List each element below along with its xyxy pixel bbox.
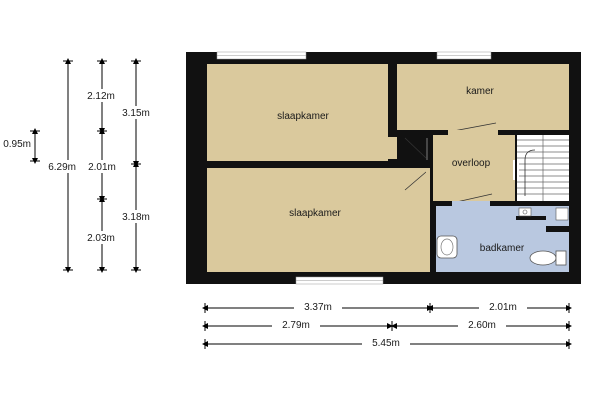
vertical-dimensions: 0.95m 6.29m 2.12m 2.01m 2.03m 3.15m 3.18…	[3, 58, 158, 273]
toilet-icon	[529, 250, 567, 266]
room-kamer	[397, 64, 569, 130]
room-slaapkamer-bottom	[207, 168, 430, 272]
dim-label-row1-left: 3.37m	[304, 302, 332, 313]
horizontal-dimensions: 3.37m 2.01m 2.79m 2.60m 5.45m	[202, 300, 572, 349]
room-label-badkamer: badkamer	[480, 243, 525, 254]
stair-icon	[517, 135, 569, 201]
dim-label-small: 0.95m	[3, 139, 31, 150]
dim-label-row2-right: 2.60m	[468, 320, 496, 331]
sink-icon	[518, 207, 569, 221]
dim-label-total-vertical: 6.29m	[48, 162, 76, 173]
room-label-slaapkamer-top: slaapkamer	[277, 111, 329, 122]
dim-label-upper-right: 3.15m	[122, 108, 150, 119]
floorplan: slaapkamer kamer overloop slaapkamer bad…	[186, 51, 581, 285]
room-label-overloop: overloop	[452, 158, 491, 169]
dim-label-total-horizontal: 5.45m	[372, 338, 400, 349]
dim-label-row2-left: 2.79m	[282, 320, 310, 331]
dim-label-upper-left: 2.12m	[87, 91, 115, 102]
dim-label-row1-right: 2.01m	[489, 302, 517, 313]
room-label-kamer: kamer	[466, 86, 494, 97]
room-slaapkamer-top	[207, 64, 388, 161]
room-label-slaapkamer-bottom: slaapkamer	[289, 208, 341, 219]
dim-label-lower-left: 2.03m	[87, 233, 115, 244]
room-overloop	[433, 135, 515, 201]
dim-label-lower-right: 3.18m	[122, 212, 150, 223]
washbasin-icon	[436, 235, 458, 259]
dim-label-middle-left: 2.01m	[88, 162, 116, 173]
